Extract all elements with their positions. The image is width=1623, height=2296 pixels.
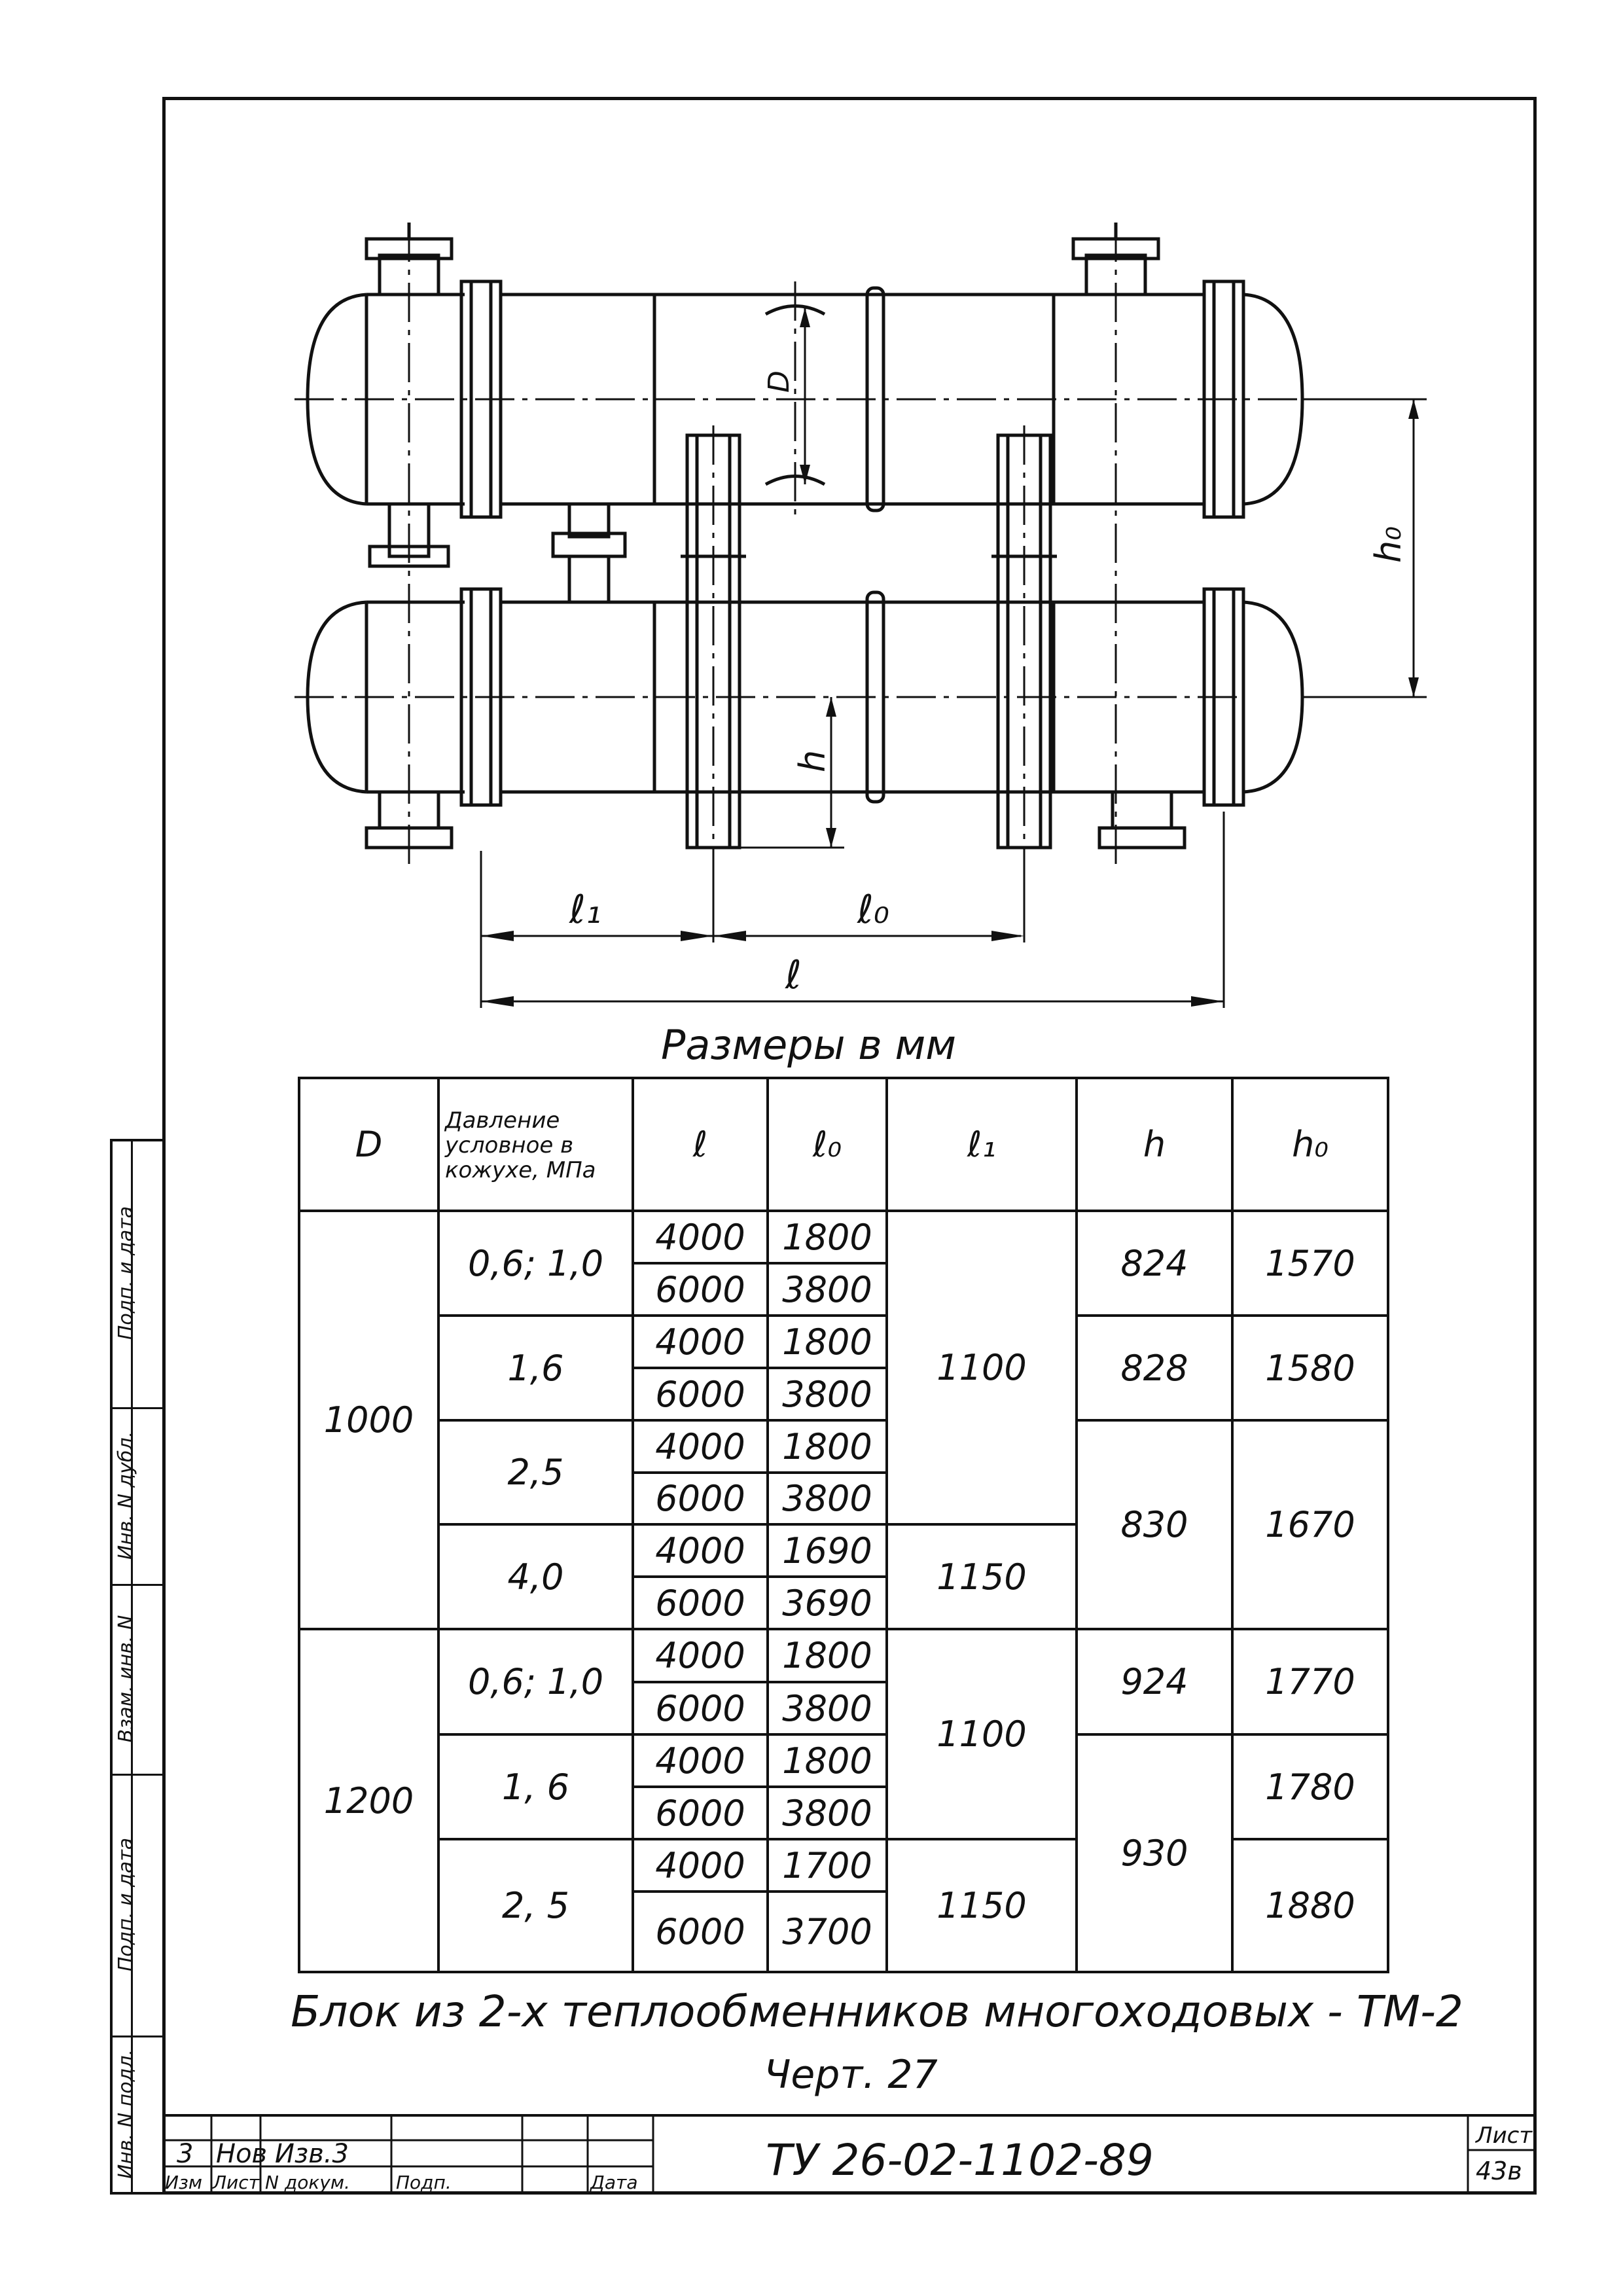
cell-l: 4000	[655, 1321, 745, 1363]
side-stamp-divider	[110, 2036, 162, 2037]
cell-l1: 1150	[936, 1556, 1027, 1598]
cell-l0: 3800	[782, 1687, 872, 1729]
cell-l0: 1690	[782, 1530, 872, 1571]
cell-l1: 1100	[936, 1713, 1027, 1755]
side-stamp-label: Инв. N подл.	[115, 2049, 137, 2179]
table-caption: Размеры в мм	[661, 1021, 957, 1069]
cell-l0: 1800	[782, 1321, 872, 1363]
table-grid	[298, 1077, 1389, 1973]
cell-D: 1200	[323, 1780, 414, 1821]
cell-h: 930	[1120, 1833, 1188, 1874]
dim-label-h: h	[792, 750, 833, 772]
cell-D: 1000	[323, 1399, 414, 1441]
rev-doc: Изв.3	[275, 2139, 349, 2169]
side-stamp-divider	[110, 1407, 162, 1409]
cell-pressure: 1,6	[507, 1347, 564, 1389]
cell-l0: 3800	[782, 1478, 872, 1519]
side-stamp-label: Инв. N дубл.	[115, 1431, 137, 1560]
side-stamp-divider	[110, 1584, 162, 1586]
col-label-izm: Изм	[165, 2172, 202, 2193]
cell-l0: 3800	[782, 1268, 872, 1310]
dimensions-table: D Давление условное в кожухе, МПа ℓ ℓ₀ ℓ…	[298, 1077, 1389, 1973]
col-label-podp: Подп.	[396, 2172, 452, 2193]
cell-l0: 1800	[782, 1740, 872, 1782]
header-D: D	[355, 1124, 383, 1165]
cell-l0: 1700	[782, 1844, 872, 1886]
col-label-doc: N докум.	[265, 2172, 350, 2193]
dim-label-l: ℓ	[785, 952, 802, 998]
cell-l: 6000	[655, 1687, 745, 1729]
header-l1: ℓ₁	[967, 1124, 996, 1165]
dim-label-h0: h₀	[1368, 526, 1409, 563]
title-block	[162, 2114, 1537, 2195]
cell-pressure: 0,6; 1,0	[467, 1242, 604, 1284]
dim-label-l0: ℓ₀	[857, 887, 889, 933]
cell-l: 4000	[655, 1216, 745, 1258]
cell-l1: 1150	[936, 1885, 1027, 1926]
header-h: h	[1143, 1124, 1166, 1165]
cell-pressure: 1, 6	[501, 1766, 570, 1808]
cell-l: 4000	[655, 1530, 745, 1571]
cell-pressure: 2,5	[507, 1452, 564, 1493]
cell-l0: 1800	[782, 1635, 872, 1676]
cell-pressure: 0,6; 1,0	[467, 1661, 604, 1702]
cell-pressure: 4,0	[507, 1556, 564, 1598]
side-stamp-label: Подп. и дата	[115, 1206, 137, 1340]
dim-label-D: D	[762, 370, 796, 393]
cell-l: 4000	[655, 1635, 745, 1676]
header-l0: ℓ₀	[813, 1124, 842, 1165]
side-stamp-label: Подп. и дата	[115, 1837, 137, 1972]
side-stamp-inner	[131, 1139, 133, 2195]
header-pressure: Давление условное в кожухе, МПа	[445, 1107, 596, 1183]
col-label-data: Дата	[590, 2172, 638, 2193]
drawing-number: Черт. 27	[764, 2052, 938, 2098]
header-h0: h₀	[1292, 1124, 1329, 1165]
col-label-list: Лист	[213, 2172, 259, 2193]
cell-l: 6000	[655, 1268, 745, 1310]
cell-h: 924	[1120, 1661, 1188, 1702]
cell-pressure: 2, 5	[501, 1885, 570, 1926]
cell-h0: 1780	[1265, 1766, 1355, 1808]
sheet-label: Лист	[1476, 2123, 1533, 2149]
cell-l: 4000	[655, 1426, 745, 1467]
heat-exchanger-drawing: D h₀ h ℓ₁ ℓ₀ ℓ	[294, 223, 1427, 1008]
cell-l0: 1800	[782, 1426, 872, 1467]
side-stamp-label: Взам. инв. N	[115, 1615, 137, 1743]
dim-label-l1: ℓ₁	[569, 887, 601, 933]
side-stamp	[110, 1139, 162, 2195]
cell-l: 6000	[655, 1911, 745, 1952]
header-l: ℓ	[692, 1124, 708, 1165]
cell-h0: 1670	[1265, 1504, 1355, 1545]
lower-right-head	[1243, 600, 1304, 794]
cell-l: 6000	[655, 1373, 745, 1415]
cell-h0: 1770	[1265, 1661, 1355, 1702]
cell-l1: 1100	[936, 1347, 1027, 1388]
cell-l0: 3800	[782, 1792, 872, 1834]
cell-l0: 1800	[782, 1216, 872, 1258]
side-stamp-divider	[110, 1774, 162, 1776]
cell-l: 4000	[655, 1740, 745, 1782]
cell-h0: 1570	[1265, 1242, 1355, 1284]
rev-type: Нов	[216, 2139, 268, 2169]
rev-number: 3	[177, 2139, 194, 2169]
drawing-frame	[162, 97, 1537, 2195]
cell-l: 4000	[655, 1844, 745, 1886]
cell-l: 6000	[655, 1792, 745, 1834]
drawing-title: Блок из 2-х теплообменников многоходовых…	[291, 1986, 1463, 2037]
cell-h: 828	[1120, 1347, 1188, 1389]
cell-l0: 3800	[782, 1373, 872, 1415]
cell-h0: 1880	[1265, 1885, 1355, 1926]
cell-l0: 3700	[782, 1911, 872, 1952]
title-block-grid	[162, 2114, 1537, 2195]
document-code: ТУ 26-02-1102-89	[766, 2135, 1154, 2185]
cell-l: 6000	[655, 1478, 745, 1519]
cell-h: 830	[1120, 1504, 1188, 1545]
cell-h: 824	[1120, 1242, 1188, 1284]
cell-l0: 3690	[782, 1582, 872, 1624]
cell-h0: 1580	[1265, 1347, 1355, 1389]
cell-l: 6000	[655, 1582, 745, 1624]
sheet-number: 43в	[1476, 2157, 1522, 2185]
